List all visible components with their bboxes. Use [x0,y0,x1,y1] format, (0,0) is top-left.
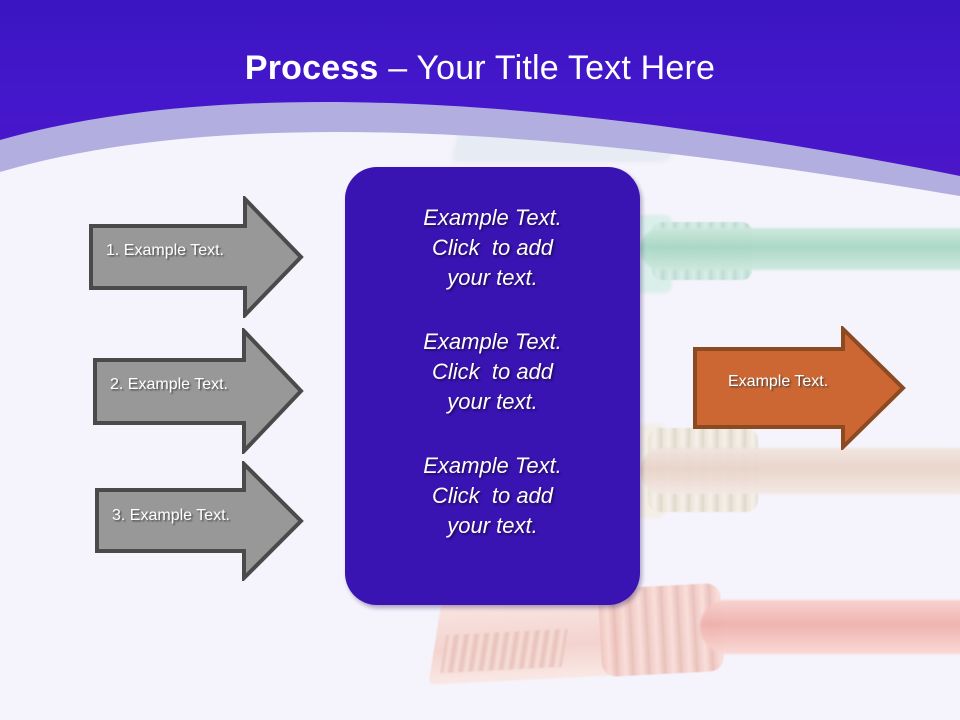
center-text-block-2-line-1: Example Text. [423,329,562,354]
input-arrow-1[interactable]: 1. Example Text. [88,196,304,318]
green-cable [640,228,960,270]
red-cable [700,600,960,654]
center-text-block-2-line-3: your text. [447,389,538,414]
center-text-block-1-line-3: your text. [447,265,538,290]
title-strong: Process [244,49,379,87]
center-text-block-3-line-2: Click to add [431,483,554,508]
center-text-block-3-line-1: Example Text. [423,453,562,478]
input-arrow-3[interactable]: 3. Example Text. [94,461,304,581]
center-text-block-1-line-1: Example Text. [423,205,562,230]
center-process-box[interactable]: Example Text. Click to add your text. Ex… [345,167,640,605]
input-arrow-1-label: 1. Example Text. [106,242,224,259]
center-text-block-1-line-2: Click to add [431,235,554,260]
input-arrow-3-label: 3. Example Text. [112,507,230,524]
header-band [0,0,960,230]
center-box-content: Example Text. Click to add your text. Ex… [345,203,640,541]
page-title: Process – Your Title Text Here [0,47,960,89]
center-text-block-3: Example Text. Click to add your text. [345,451,640,541]
tan-cable [640,448,960,494]
red-cable-plug-contacts [440,628,568,674]
title-light: – Your Title Text Here [378,49,716,87]
output-arrow[interactable]: Example Text. [692,326,906,450]
center-text-block-1: Example Text. Click to add your text. [345,203,640,293]
center-text-block-2-line-2: Click to add [431,359,554,384]
input-arrow-2[interactable]: 2. Example Text. [92,328,304,454]
input-arrow-2-label: 2. Example Text. [110,376,228,393]
center-text-block-2: Example Text. Click to add your text. [345,327,640,417]
center-text-block-3-line-3: your text. [447,513,538,538]
output-arrow-label: Example Text. [728,373,829,390]
